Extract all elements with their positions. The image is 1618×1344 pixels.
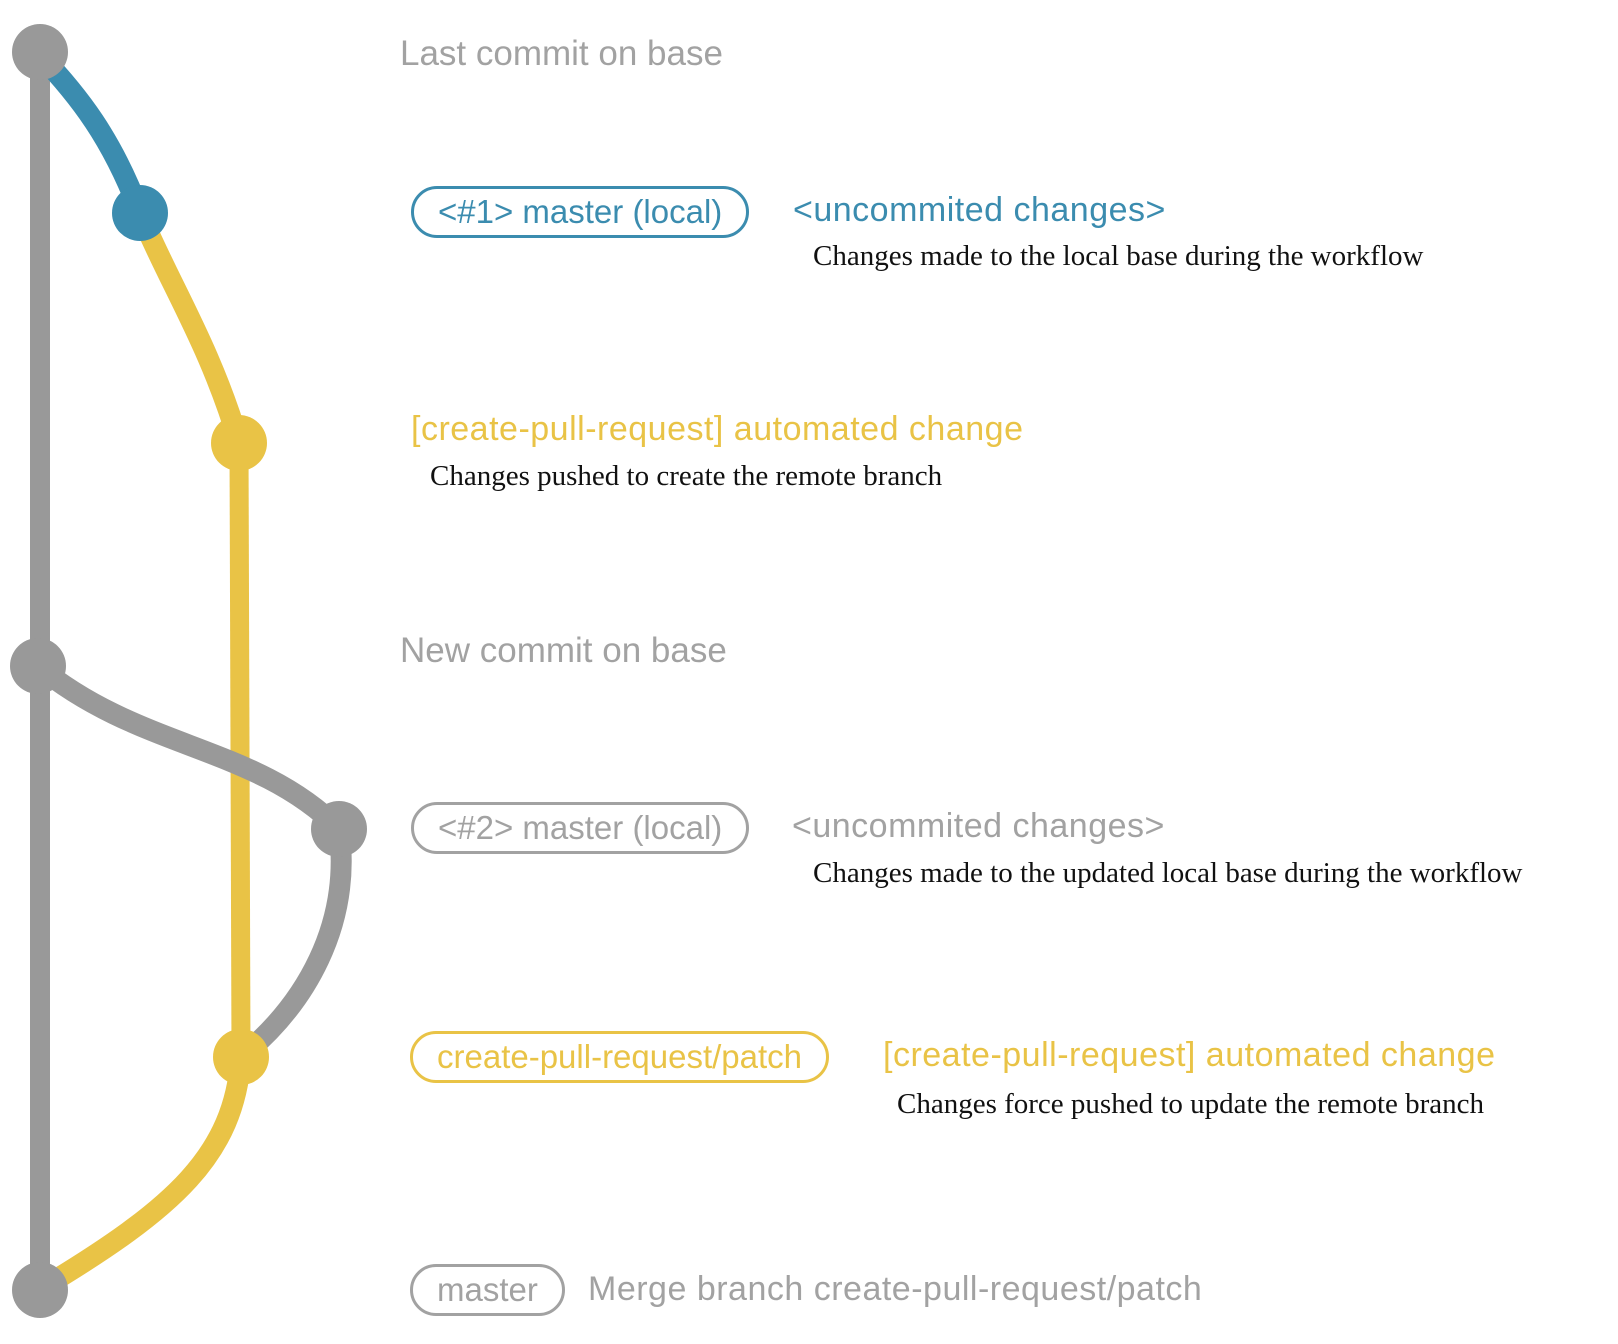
- description-local-changes-1: Changes made to the local base during th…: [813, 240, 1424, 272]
- badge-master: master: [410, 1264, 565, 1316]
- edge-local2-to-patch2: [234, 827, 352, 1066]
- node-patch-commit-1: [211, 415, 267, 471]
- last-commit-label: Last commit on base: [400, 34, 723, 73]
- node-local-master-1: [112, 185, 168, 241]
- node-last-commit-on-base: [12, 24, 68, 80]
- commit-message-automated-change-2: [create-pull-request] automated change: [883, 1036, 1496, 1074]
- edge-base-to-local1: [32, 47, 150, 217]
- new-commit-label: New commit on base: [400, 631, 727, 670]
- description-local-changes-2: Changes made to the updated local base d…: [813, 857, 1523, 889]
- patch-branch-line: [229, 442, 251, 1058]
- description-force-push: Changes force pushed to update the remot…: [897, 1088, 1485, 1120]
- merge-commit-message: Merge branch create-pull-request/patch: [588, 1270, 1203, 1308]
- badge-master-local-2: <#2> master (local): [411, 802, 750, 854]
- edge-newbase-to-local2: [31, 657, 347, 837]
- uncommitted-changes-note-1: <uncommited changes>: [793, 191, 1166, 229]
- node-new-commit-on-base: [10, 638, 66, 694]
- node-patch-commit-2: [213, 1029, 269, 1085]
- uncommitted-changes-note-2: <uncommited changes>: [792, 807, 1165, 845]
- edge-local1-to-patch1: [130, 208, 250, 446]
- badge-create-pull-request-patch: create-pull-request/patch: [410, 1031, 830, 1083]
- commit-message-automated-change-1: [create-pull-request] automated change: [411, 410, 1024, 448]
- node-merge-commit: [12, 1262, 68, 1318]
- edge-patch2-to-merge: [36, 1056, 252, 1297]
- badge-master-local-1: <#1> master (local): [411, 186, 750, 238]
- node-local-master-2: [311, 801, 367, 857]
- description-push-create: Changes pushed to create the remote bran…: [430, 460, 943, 492]
